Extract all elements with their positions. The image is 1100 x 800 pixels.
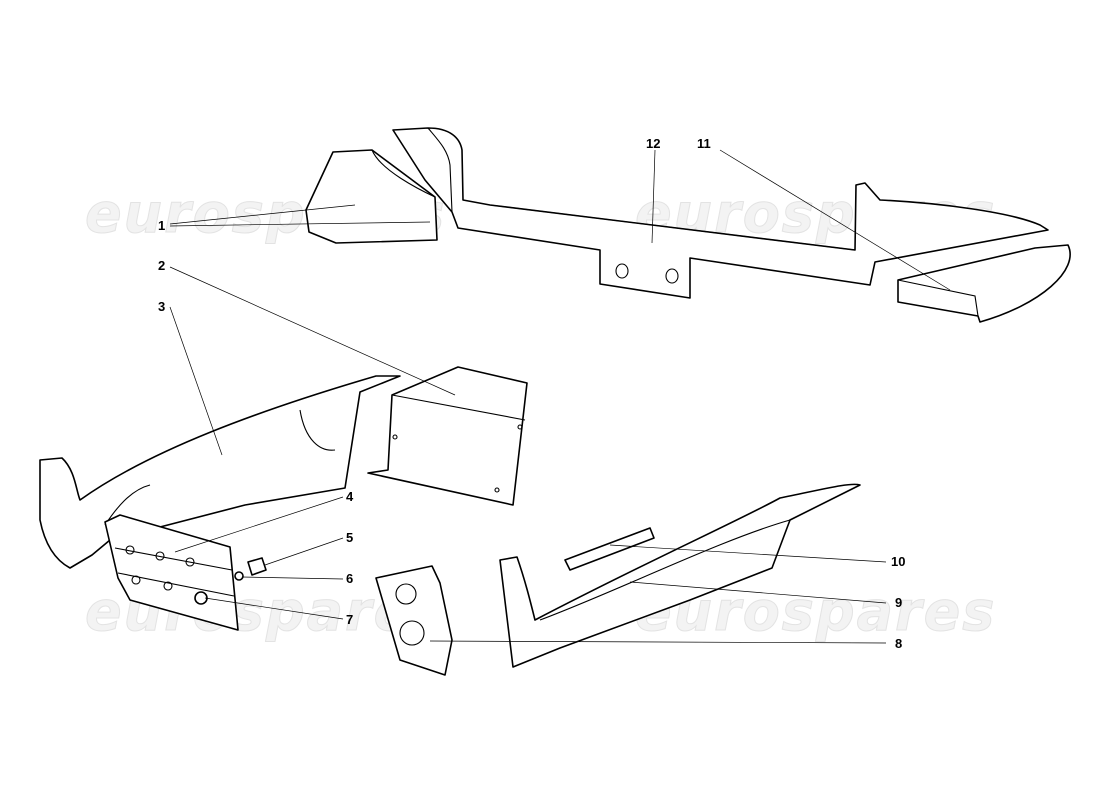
callout-12: 12 bbox=[646, 136, 660, 151]
part-10-rod bbox=[564, 527, 655, 571]
callout-9: 9 bbox=[895, 595, 902, 610]
part-9-sill-right bbox=[499, 483, 861, 668]
part-12-rear-bulkhead bbox=[392, 127, 1049, 299]
part-11-wheelarch-right bbox=[897, 244, 1071, 323]
callout-10: 10 bbox=[891, 554, 905, 569]
callout-7: 7 bbox=[346, 612, 353, 627]
watermark-bottom-left: eurospares bbox=[85, 580, 446, 643]
callout-11: 11 bbox=[697, 136, 711, 151]
part-6-washer bbox=[234, 571, 244, 581]
callout-8: 8 bbox=[895, 636, 902, 651]
callout-1: 1 bbox=[158, 218, 165, 233]
part-8-plate bbox=[375, 565, 453, 676]
part-2-shield-plate bbox=[367, 366, 528, 506]
part-1-wheelarch-left bbox=[305, 149, 438, 244]
callout-3: 3 bbox=[158, 299, 165, 314]
part-5-bolt bbox=[247, 557, 267, 576]
callout-2: 2 bbox=[158, 258, 165, 273]
leader-lines bbox=[169, 149, 951, 644]
callout-4: 4 bbox=[346, 489, 354, 504]
callout-6: 6 bbox=[346, 571, 353, 586]
callout-labels: 1 2 3 4 5 6 7 8 9 10 11 12 bbox=[158, 136, 905, 651]
callout-5: 5 bbox=[346, 530, 353, 545]
